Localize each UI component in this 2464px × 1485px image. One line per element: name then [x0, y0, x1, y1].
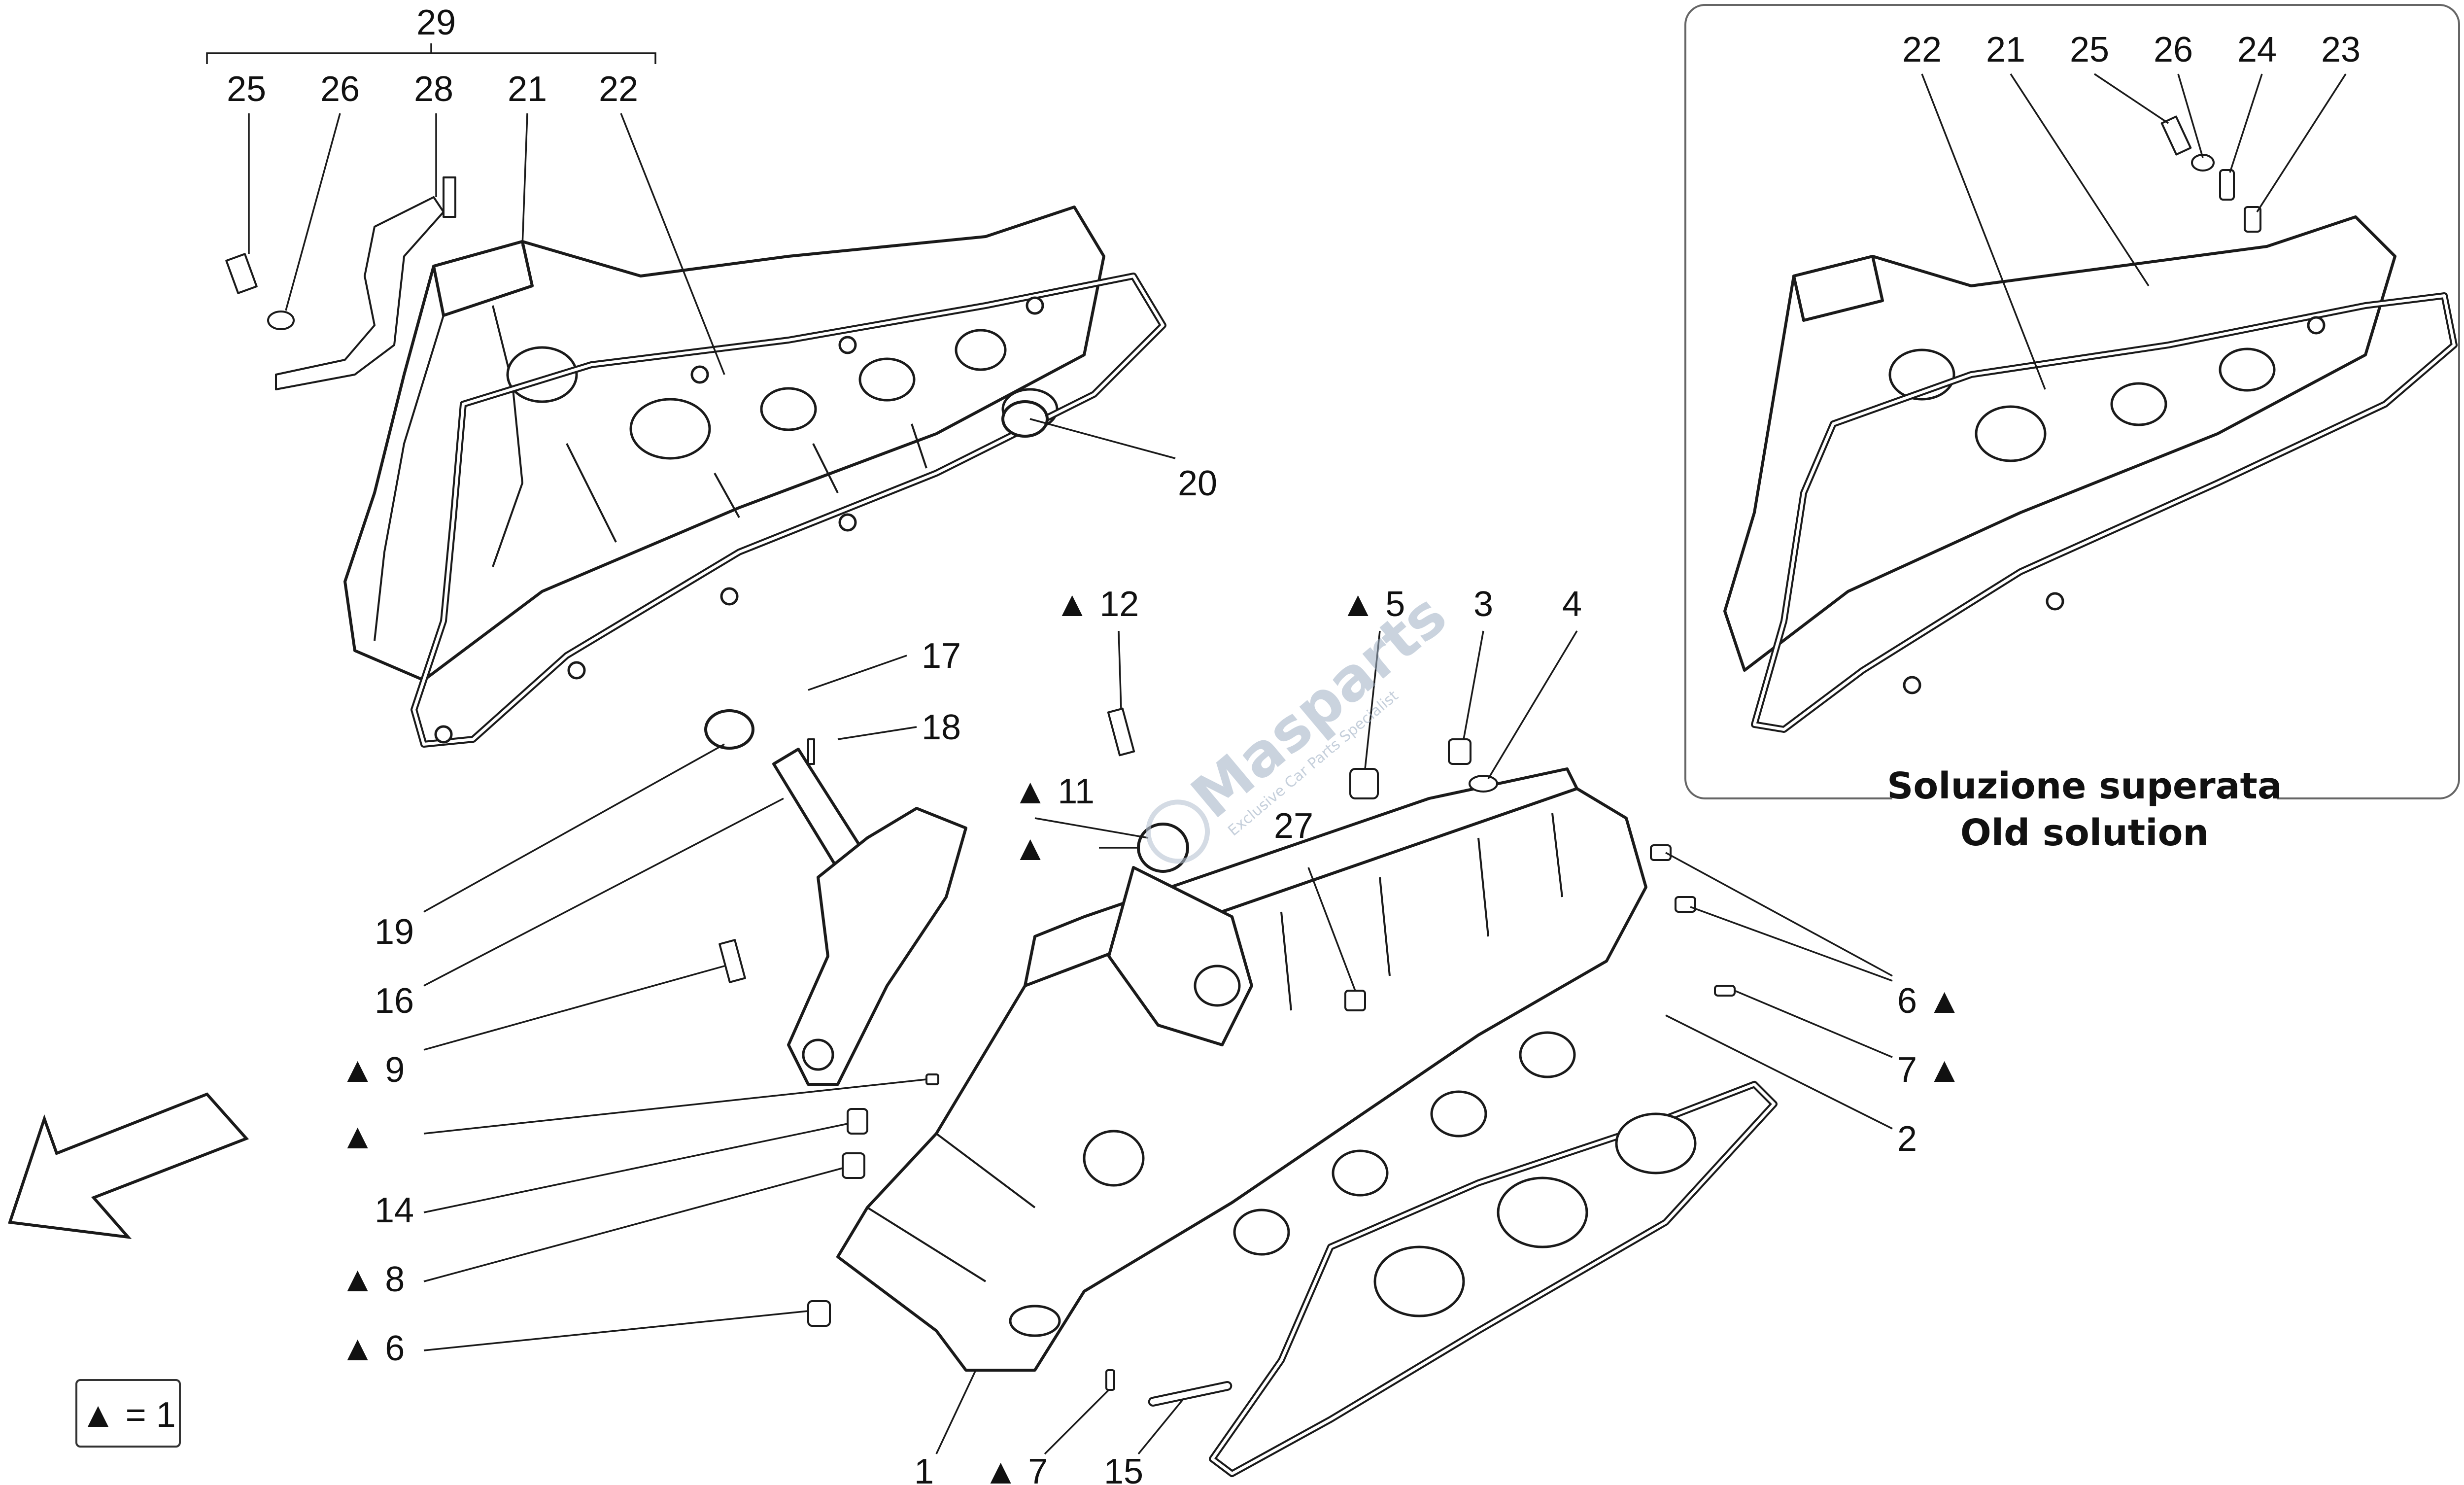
- inset-label-26: 26: [2154, 30, 2193, 69]
- label-8: ▲ 8: [340, 1260, 405, 1299]
- label-28: 28: [414, 69, 453, 109]
- inset-label-24: 24: [2237, 30, 2277, 69]
- label-11: ▲ 11: [1013, 772, 1095, 811]
- legend: ▲ = 1: [75, 1379, 181, 1448]
- label-18: 18: [922, 708, 961, 747]
- label-5: ▲ 5: [1340, 585, 1405, 624]
- old-solution-inset: [1684, 4, 2460, 818]
- label-14: 14: [375, 1191, 414, 1230]
- inset-label-21: 21: [1986, 30, 2025, 69]
- label-6-left: ▲ 6: [340, 1329, 405, 1368]
- inset-label-23: 23: [2321, 30, 2361, 69]
- label-16: 16: [375, 981, 414, 1021]
- inset-label-25: 25: [2070, 30, 2109, 69]
- label-7-bottom: ▲ 7: [983, 1452, 1048, 1485]
- label-26: 26: [320, 69, 360, 109]
- label-22: 22: [599, 69, 638, 109]
- leader-lines: [206, 43, 2347, 1455]
- label-17: 17: [922, 636, 961, 676]
- label-1: 1: [914, 1452, 934, 1485]
- label-27: 27: [1274, 806, 1313, 846]
- label-triangle-a: ▲: [340, 1117, 375, 1156]
- label-21: 21: [508, 69, 547, 109]
- label-15: 15: [1104, 1452, 1143, 1485]
- label-6-right: 6 ▲: [1897, 981, 1962, 1021]
- inset-caption-english: Old solution: [1960, 812, 2209, 854]
- direction-arrow-icon: [7, 1092, 249, 1239]
- label-triangle-b: ▲: [1013, 829, 1048, 868]
- inset-label-22: 22: [1902, 30, 1942, 69]
- callout-labels: 29 25 26 28 21 22 20 17 18 19 16 ▲ 9 ▲ 1…: [227, 3, 2361, 1485]
- label-7-right: 7 ▲: [1897, 1050, 1962, 1090]
- cylinder-head-assembly: [704, 707, 1778, 1477]
- label-4: 4: [1562, 585, 1582, 624]
- valve-cover-assembly: [225, 176, 1166, 748]
- label-29: 29: [416, 3, 456, 42]
- label-3: 3: [1473, 585, 1493, 624]
- label-12: ▲ 12: [1055, 585, 1139, 624]
- label-9: ▲ 9: [340, 1050, 405, 1090]
- label-20: 20: [1178, 464, 1217, 503]
- legend-text: ▲ = 1: [80, 1395, 175, 1435]
- label-2: 2: [1897, 1119, 1917, 1159]
- label-25: 25: [227, 69, 266, 109]
- label-19: 19: [375, 912, 414, 952]
- inset-caption-italian: Soluzione superata: [1887, 765, 2282, 807]
- svg-text:Masparts: Masparts: [1179, 581, 1459, 831]
